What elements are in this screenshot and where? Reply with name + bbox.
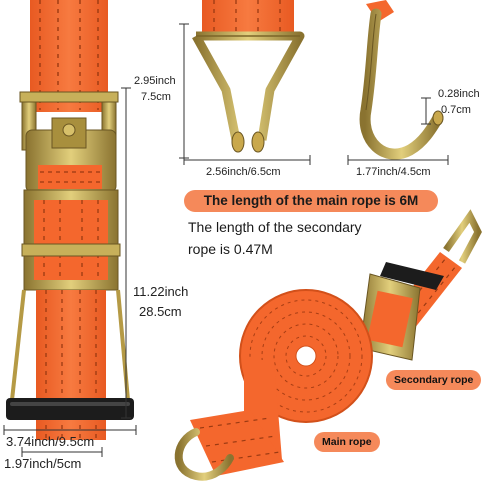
secondary-text-line-1: The length of the secondary (188, 219, 362, 235)
handle-width-label: 3.74inch/9.5cm (6, 434, 95, 449)
ratchet-length-inch: 11.22inch (133, 284, 189, 299)
secondary-rope-callout: Secondary rope (386, 370, 482, 390)
j-hook (359, 0, 444, 160)
strap-roll-assembly (174, 209, 482, 481)
hook-width-label: 2.56inch/6.5cm (206, 166, 281, 178)
secondary-rope-length-text: The length of the secondary rope is 0.47… (188, 216, 398, 260)
dimension-line-j-width (347, 155, 449, 165)
dimension-line-hook-height (179, 23, 189, 159)
j-thickness-cm: 0.7cm (441, 104, 471, 116)
ratchet-length-cm: 28.5cm (139, 304, 182, 319)
dimension-line-hook-width (183, 155, 311, 165)
dimension-line-length (121, 87, 131, 419)
main-rope-callout: Main rope (314, 432, 380, 452)
hook-height-cm: 7.5cm (141, 91, 171, 103)
secondary-text-line-2: rope is 0.47M (188, 241, 273, 257)
dimension-line-strap (21, 447, 103, 457)
main-rope-length-banner: The length of the main rope is 6M (184, 190, 438, 212)
j-thickness-inch: 0.28inch (438, 88, 480, 100)
ratchet-assembly (6, 0, 134, 440)
double-j-hook (192, 0, 305, 153)
hook-height-inch: 2.95inch (134, 75, 176, 87)
dimension-line-handle (3, 425, 137, 435)
dimension-line-j-thickness (421, 97, 431, 125)
strap-width-label: 1.97inch/5cm (4, 456, 82, 471)
j-width-label: 1.77inch/4.5cm (356, 166, 431, 178)
